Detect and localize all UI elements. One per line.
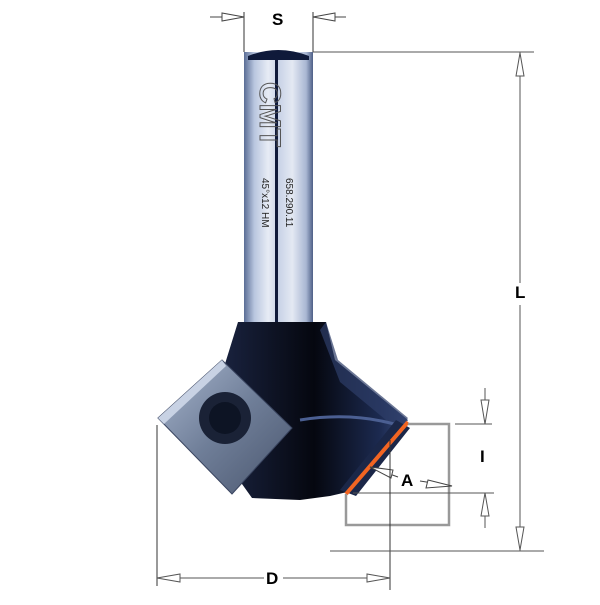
dimension-l: [330, 52, 544, 552]
label-l: L: [515, 283, 526, 302]
label-i: I: [480, 447, 485, 466]
dimension-d: [156, 425, 391, 586]
dimension-a: [369, 466, 453, 489]
dimension-s: [210, 12, 534, 53]
brand-logo: CMT: [253, 82, 287, 148]
part-number-text: 658.290.11: [283, 178, 294, 228]
label-s: S: [272, 10, 284, 29]
label-d: D: [266, 569, 279, 588]
spec-text: 45°x12 HM: [259, 178, 270, 228]
shank: [244, 50, 313, 342]
carbide-insert: [157, 359, 293, 495]
dimension-i: [455, 388, 492, 528]
cutting-edge: [344, 420, 410, 496]
label-a: A: [401, 471, 414, 490]
workpiece-profile: [344, 422, 494, 527]
